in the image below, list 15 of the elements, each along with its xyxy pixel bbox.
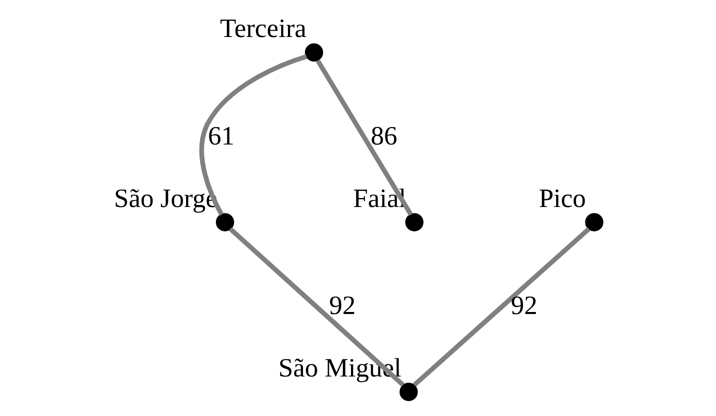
- node-circle: [584, 213, 603, 232]
- connector: [315, 59, 412, 216]
- node-label: Pico: [538, 182, 586, 213]
- connector: [198, 54, 307, 216]
- node-circle: [215, 213, 234, 232]
- node-circle: [404, 213, 423, 232]
- connector: [412, 227, 590, 387]
- node-circle: [399, 382, 418, 402]
- edge-label: 92: [510, 290, 537, 320]
- node-circle: [304, 43, 323, 62]
- connector: [228, 227, 404, 387]
- edge-label: 86: [370, 120, 397, 150]
- node-label: Terceira: [220, 13, 306, 44]
- edge-label: 92: [328, 290, 356, 320]
- edge-label: 61: [207, 120, 234, 150]
